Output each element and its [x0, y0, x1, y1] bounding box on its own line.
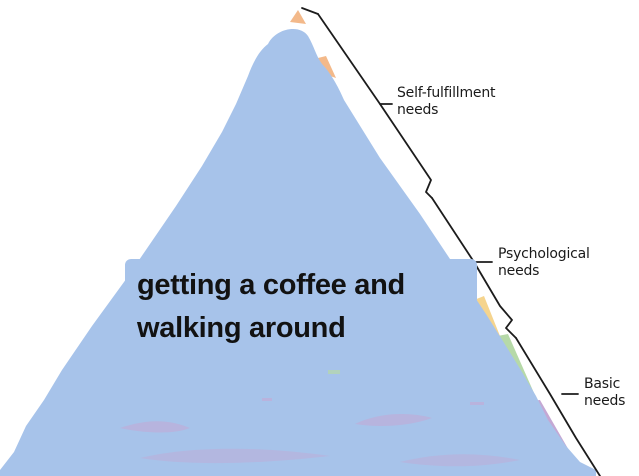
scribble-mark	[140, 448, 330, 464]
label-line: Self-fulfillment	[397, 85, 496, 101]
caption-line: walking around	[137, 312, 346, 344]
tier-orange-edge	[318, 56, 336, 78]
scribble-mark	[400, 454, 520, 467]
caption-line: getting a coffee and	[137, 269, 405, 301]
tier-bracket	[301, 7, 601, 476]
scribble-mark	[328, 370, 340, 374]
bracket-basic	[515, 337, 601, 476]
scribble-mark	[262, 398, 272, 401]
label-self-fulfillment-needs: Self-fulfillment needs	[397, 85, 496, 119]
scribble-mark	[355, 414, 432, 426]
label-psychological-needs: Psychological needs	[498, 246, 590, 280]
scribble-mark	[120, 421, 190, 433]
overlay-caption: getting a coffee and walking around	[125, 259, 477, 355]
label-line: Basic	[584, 376, 621, 392]
label-line: needs	[584, 393, 626, 409]
bracket-psychological	[431, 197, 517, 339]
scribble-mark	[470, 402, 484, 405]
painted-pyramid	[0, 29, 596, 476]
label-line: needs	[397, 102, 439, 118]
tier-orange-edge	[290, 10, 306, 24]
bracket-top-cap	[301, 7, 319, 15]
bracket-self-fulfillment	[317, 13, 433, 199]
label-basic-needs: Basic needs	[584, 376, 625, 410]
label-line: Psychological	[498, 246, 590, 262]
label-line: needs	[498, 263, 540, 279]
